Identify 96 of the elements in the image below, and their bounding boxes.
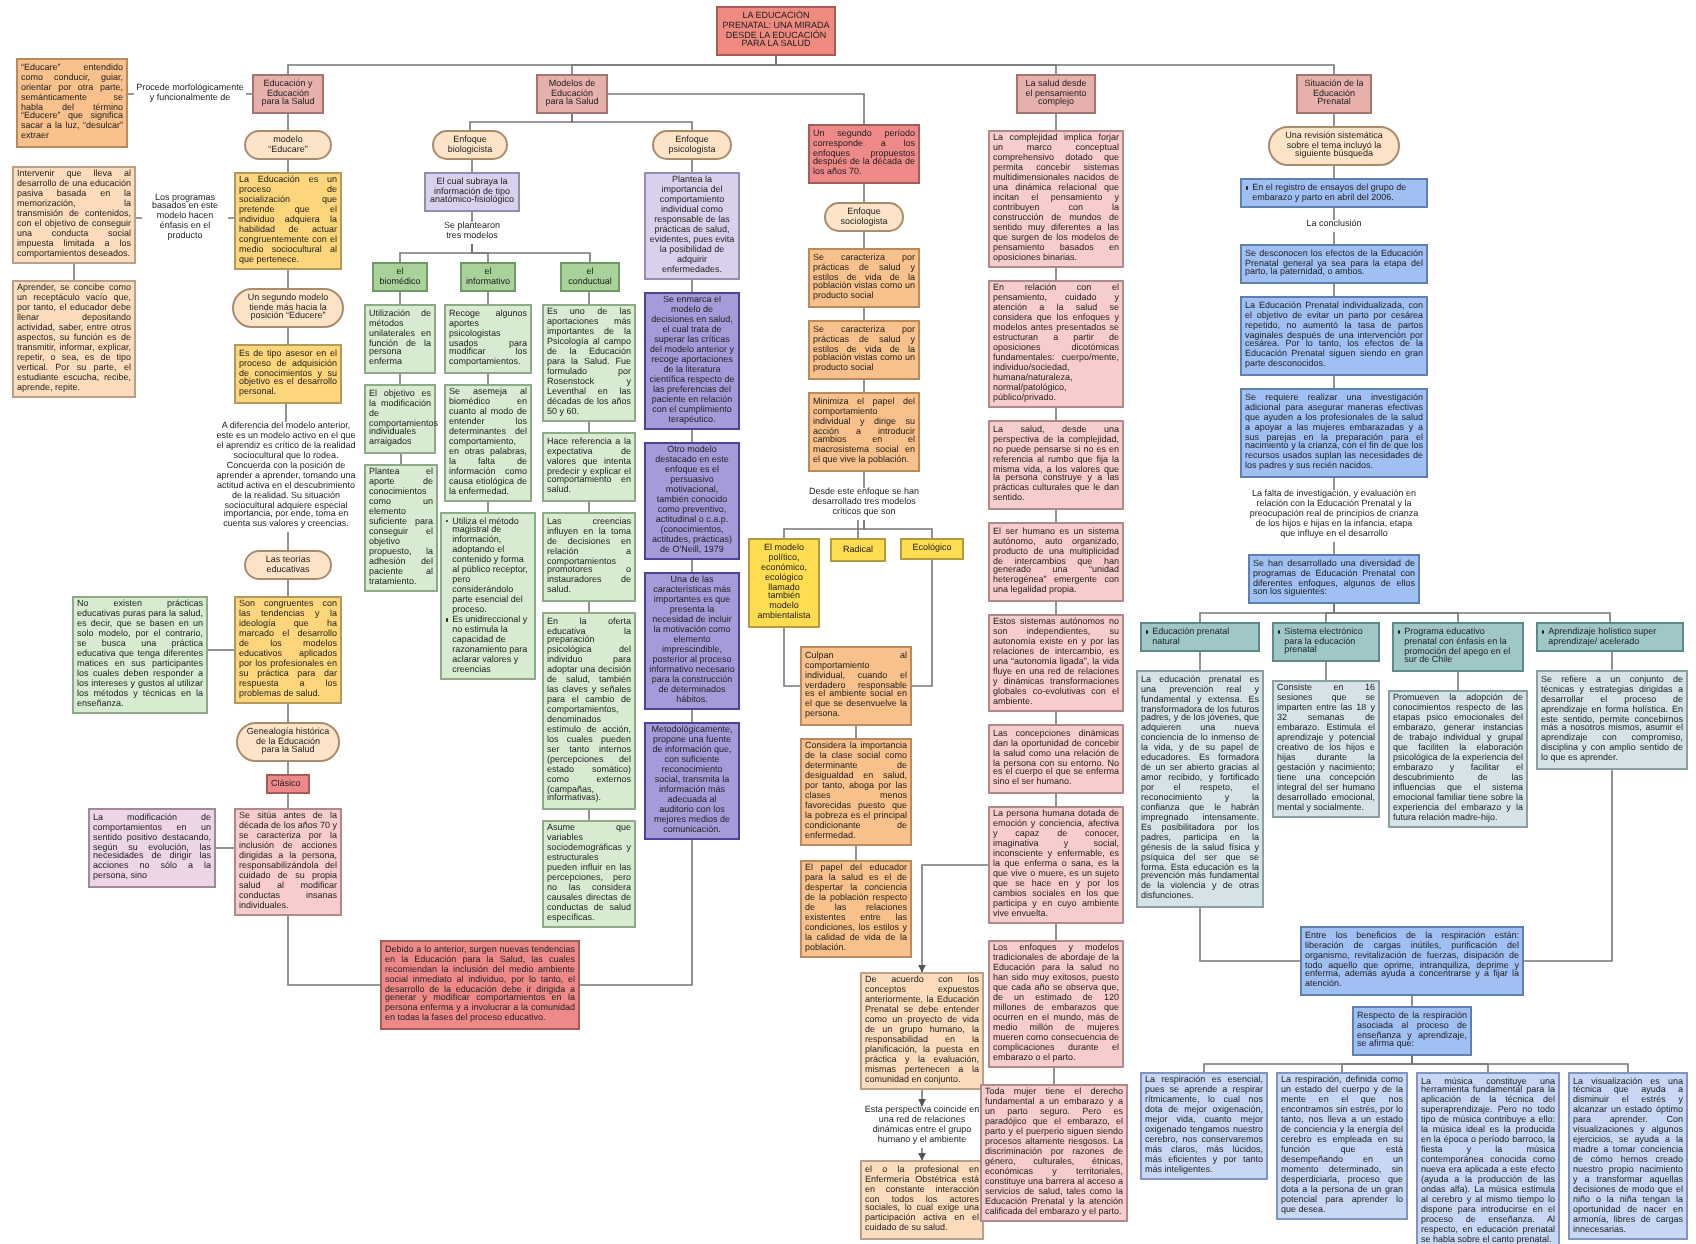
topic-box xyxy=(252,74,324,114)
pill-label xyxy=(824,202,904,232)
connector-line xyxy=(588,601,590,613)
connector-line xyxy=(863,471,865,489)
connector-line xyxy=(399,291,401,305)
pill-label xyxy=(1268,126,1400,166)
connector-line xyxy=(588,291,590,305)
connector-line xyxy=(911,559,933,687)
connector-line xyxy=(471,211,473,223)
connector-line xyxy=(1611,651,1613,671)
connector-line xyxy=(399,373,401,385)
concept-box xyxy=(1240,178,1428,208)
connector-line xyxy=(857,519,859,539)
connector-line xyxy=(691,279,693,293)
connector-line xyxy=(400,453,402,465)
connector-line xyxy=(1457,671,1459,691)
connector-line xyxy=(287,113,289,131)
connector-line xyxy=(1333,113,1335,127)
connector-line xyxy=(855,845,857,861)
connector-line xyxy=(1055,601,1057,615)
connector-line xyxy=(1055,711,1057,725)
connector-line xyxy=(1333,541,1335,555)
connector-line xyxy=(691,159,693,173)
connector-line xyxy=(1055,509,1057,523)
connector-line xyxy=(1333,231,1335,245)
connector-line xyxy=(1199,907,1301,962)
connector-line xyxy=(863,183,865,203)
connector-line xyxy=(863,519,933,539)
connector-line xyxy=(287,327,289,345)
connector-line xyxy=(1333,603,1611,623)
concept-box xyxy=(900,538,964,560)
connector-line xyxy=(487,501,489,513)
concept-box xyxy=(830,538,886,562)
connector-line xyxy=(1333,207,1335,221)
connector-line xyxy=(1523,769,1613,962)
concept-box xyxy=(440,512,536,680)
topic-box xyxy=(536,74,608,114)
concept-box xyxy=(266,774,310,794)
connector-line xyxy=(1055,923,1057,941)
connector-line xyxy=(863,307,865,321)
program-box xyxy=(1392,622,1524,672)
connector-line xyxy=(691,709,693,723)
program-box xyxy=(1536,622,1684,652)
connector-line xyxy=(1055,267,1057,281)
connector-line xyxy=(588,809,590,821)
connector-line xyxy=(73,263,75,281)
program-box xyxy=(1140,622,1260,652)
connector-line xyxy=(287,761,289,775)
arrow xyxy=(918,1147,926,1161)
connector-line xyxy=(285,403,287,423)
connector-line xyxy=(1333,477,1335,491)
connector-line xyxy=(287,915,381,986)
connector-line xyxy=(579,839,693,986)
connector-line xyxy=(783,627,801,687)
connector-line xyxy=(1053,1067,1055,1085)
connector-line xyxy=(287,793,289,809)
connector-line xyxy=(287,531,289,551)
connector-line xyxy=(588,501,590,513)
connector-line xyxy=(1199,651,1201,671)
pill-label xyxy=(244,130,332,160)
connector-line xyxy=(471,159,473,173)
pill-label xyxy=(652,130,732,160)
connector-line xyxy=(691,429,693,443)
connector-line xyxy=(287,703,289,723)
connector-line xyxy=(1411,995,1413,1007)
connector-line xyxy=(1333,165,1335,179)
connector-line xyxy=(215,847,235,849)
connector-line xyxy=(1055,407,1057,421)
pill-label xyxy=(432,130,508,160)
connector-line xyxy=(691,559,693,573)
connector-line xyxy=(571,113,693,131)
connector-line xyxy=(1325,661,1327,681)
connector-line xyxy=(607,93,865,125)
connector-line xyxy=(287,269,289,289)
pill-label xyxy=(244,550,332,580)
connector-line xyxy=(1333,375,1335,389)
model-box xyxy=(560,262,620,292)
connector-line xyxy=(487,291,489,305)
connector-line xyxy=(207,649,235,651)
connector-line xyxy=(471,243,591,263)
connector-line xyxy=(855,725,857,739)
connector-line xyxy=(287,159,289,173)
connector-line xyxy=(1055,793,1057,807)
arrow xyxy=(918,864,989,973)
arrow xyxy=(918,1089,926,1107)
connector-line xyxy=(1333,283,1335,297)
connector-line xyxy=(588,421,590,433)
pill-label xyxy=(232,288,344,328)
connector-line xyxy=(287,579,289,597)
pill-label xyxy=(236,722,340,762)
connector-line xyxy=(487,373,489,385)
connector-line xyxy=(863,231,865,249)
connector-line xyxy=(863,379,865,393)
connector-line xyxy=(1055,113,1057,131)
topic-box xyxy=(1016,74,1096,114)
program-box xyxy=(1272,622,1380,662)
